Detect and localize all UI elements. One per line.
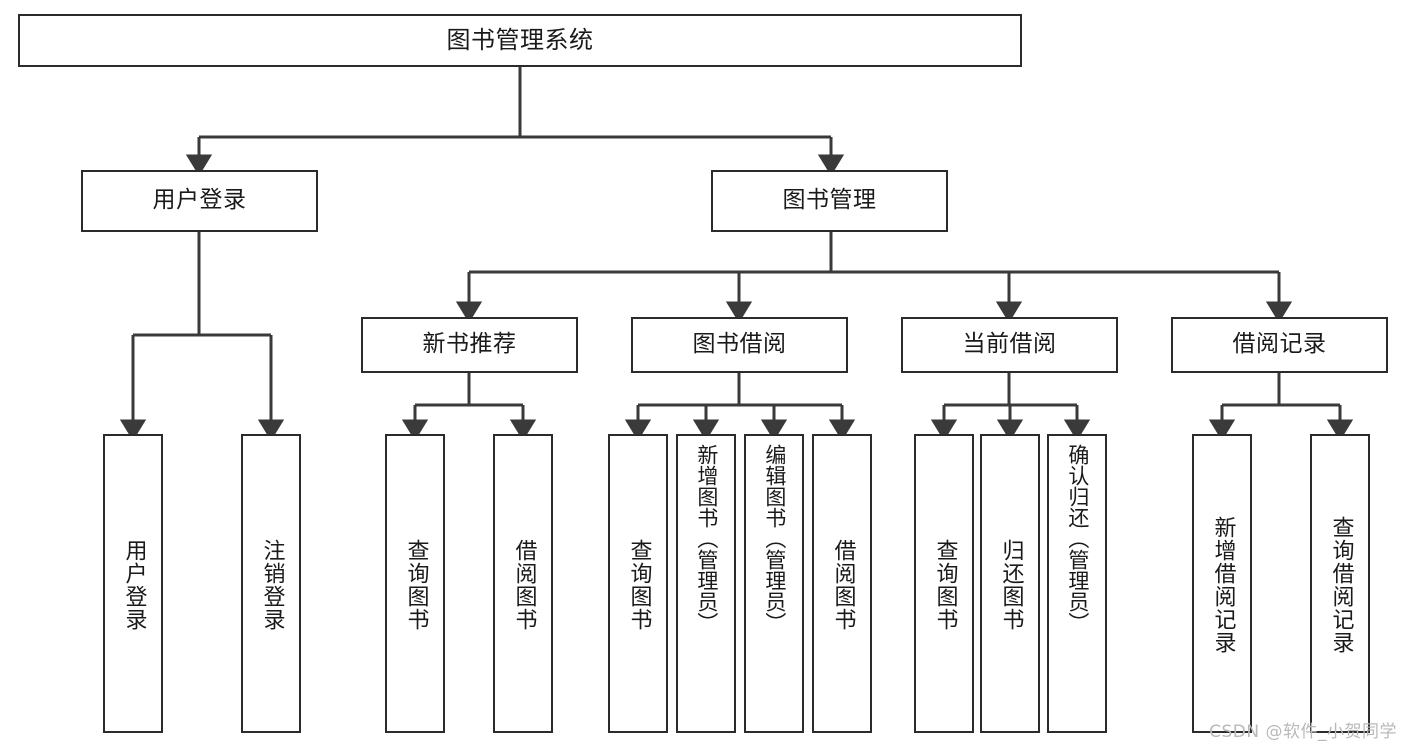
leaf-new-book-query[interactable]: 查询图书 bbox=[385, 434, 445, 733]
leaf-new-book-borrow-label: 借阅图书 bbox=[511, 538, 537, 631]
leaf-current-borrow-query[interactable]: 查询图书 bbox=[914, 434, 974, 733]
leaf-user-login-signin-label: 用户登录 bbox=[121, 538, 147, 631]
node-new-book-recommend[interactable]: 新书推荐 bbox=[361, 317, 578, 373]
leaf-borrow-record-query-label: 查询借阅记录 bbox=[1328, 515, 1354, 654]
node-current-borrow[interactable]: 当前借阅 bbox=[901, 317, 1118, 373]
node-book-management[interactable]: 图书管理 bbox=[711, 170, 948, 232]
leaf-current-borrow-query-label: 查询图书 bbox=[932, 538, 958, 631]
leaf-user-login-signin[interactable]: 用户登录 bbox=[103, 434, 163, 733]
node-current-borrow-label: 当前借阅 bbox=[962, 331, 1057, 358]
leaf-borrow-record-add[interactable]: 新增借阅记录 bbox=[1192, 434, 1252, 733]
node-book-borrow[interactable]: 图书借阅 bbox=[631, 317, 848, 373]
node-root-label: 图书管理系统 bbox=[446, 26, 594, 55]
leaf-book-borrow-edit[interactable]: 编辑图书（管理员） bbox=[744, 434, 804, 733]
leaf-book-borrow-query-label: 查询图书 bbox=[626, 538, 652, 631]
leaf-book-borrow-borrow-label: 借阅图书 bbox=[830, 538, 856, 631]
leaf-current-borrow-return-label: 归还图书 bbox=[998, 538, 1024, 631]
node-user-login-label: 用户登录 bbox=[152, 187, 247, 214]
node-book-management-label: 图书管理 bbox=[782, 187, 877, 214]
node-borrow-record[interactable]: 借阅记录 bbox=[1171, 317, 1388, 373]
node-user-login[interactable]: 用户登录 bbox=[81, 170, 318, 232]
leaf-current-borrow-return[interactable]: 归还图书 bbox=[980, 434, 1040, 733]
leaf-book-borrow-add[interactable]: 新增图书（管理员） bbox=[676, 434, 736, 733]
node-borrow-record-label: 借阅记录 bbox=[1232, 331, 1327, 358]
leaf-borrow-record-add-label: 新增借阅记录 bbox=[1210, 515, 1236, 654]
leaf-user-login-signout-label: 注销登录 bbox=[259, 538, 285, 631]
leaf-user-login-signout[interactable]: 注销登录 bbox=[241, 434, 301, 733]
leaf-new-book-query-label: 查询图书 bbox=[403, 538, 429, 631]
node-new-book-recommend-label: 新书推荐 bbox=[422, 331, 517, 358]
node-root-system[interactable]: 图书管理系统 bbox=[18, 14, 1022, 67]
leaf-book-borrow-borrow[interactable]: 借阅图书 bbox=[812, 434, 872, 733]
leaf-borrow-record-query[interactable]: 查询借阅记录 bbox=[1310, 434, 1370, 733]
leaf-book-borrow-add-label: 新增图书（管理员） bbox=[694, 444, 719, 633]
leaf-new-book-borrow[interactable]: 借阅图书 bbox=[493, 434, 553, 733]
leaf-current-borrow-confirm-return[interactable]: 确认归还（管理员） bbox=[1047, 434, 1107, 733]
leaf-book-borrow-edit-label: 编辑图书（管理员） bbox=[762, 444, 787, 633]
leaf-current-borrow-confirm-return-label: 确认归还（管理员） bbox=[1065, 444, 1090, 633]
node-book-borrow-label: 图书借阅 bbox=[692, 331, 787, 358]
leaf-book-borrow-query[interactable]: 查询图书 bbox=[608, 434, 668, 733]
